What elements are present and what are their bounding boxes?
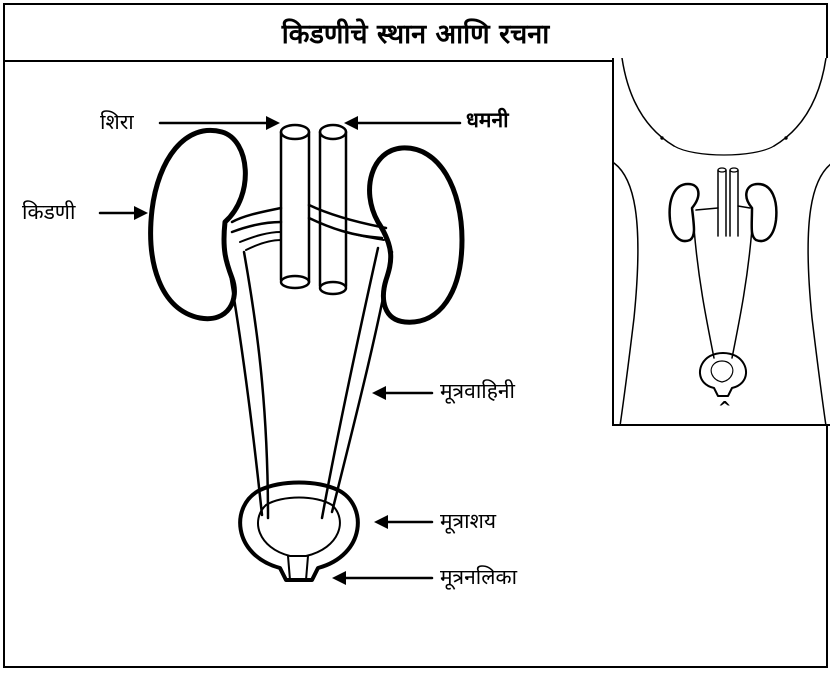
label-vein: शिरा [100, 112, 134, 133]
left-kidney [151, 130, 246, 318]
label-urethra: मूत्रनलिका [440, 567, 517, 588]
label-artery: धमनी [466, 110, 509, 131]
body-outline-illustration [614, 58, 830, 426]
right-ureter [322, 248, 378, 518]
left-ureter [228, 262, 262, 515]
label-bladder: मूत्राशय [440, 511, 496, 532]
urethra [288, 556, 290, 580]
label-ureter: मूत्रवाहिनी [440, 381, 515, 402]
label-kidney: किडणी [22, 202, 75, 223]
inset-body-sketch: ^ [612, 58, 830, 426]
inset-caption: ^ [718, 400, 731, 416]
